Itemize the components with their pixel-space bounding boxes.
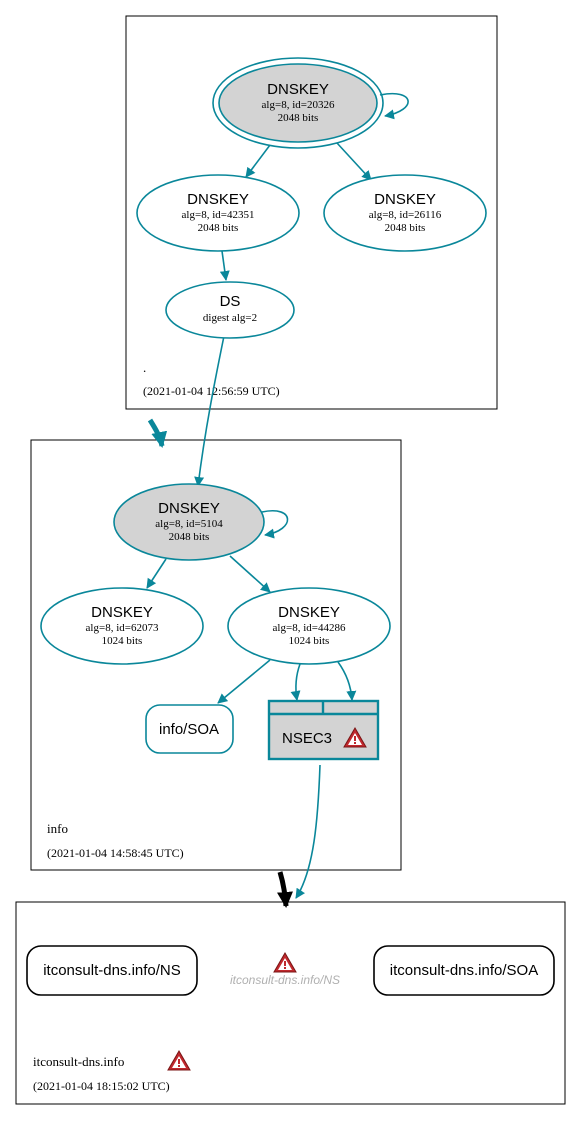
zone-info-timestamp: (2021-01-04 14:58:45 UTC) — [47, 846, 184, 860]
zone-root-timestamp: (2021-01-04 12:56:59 UTC) — [143, 384, 280, 398]
edges-info — [146, 510, 357, 908]
edge-root-ksk-zsk1 — [245, 144, 271, 178]
zone-root-name: . — [143, 360, 146, 375]
node-nsec3-label: NSEC3 — [282, 730, 332, 747]
node-root-ds: DS digest alg=2 — [165, 281, 295, 339]
node-info-zsk1-line2: 1024 bits — [102, 635, 143, 647]
node-root-ksk: DNSKEY alg=8, id=20326 2048 bits — [212, 57, 384, 149]
edges-root — [147, 92, 409, 487]
zone-root-box — [125, 15, 498, 410]
node-root-ds-title: DS — [220, 293, 241, 310]
edge-root-ksk-self — [379, 92, 409, 120]
nsec3-warning-icon — [343, 727, 367, 748]
node-info-ksk-line1: alg=8, id=5104 — [155, 518, 223, 530]
node-root-zsk2: DNSKEY alg=8, id=26116 2048 bits — [323, 174, 487, 252]
edge-root-ksk-zsk2 — [336, 142, 372, 181]
node-info-ksk-line2: 2048 bits — [169, 531, 210, 543]
node-root-zsk2-title: DNSKEY — [374, 191, 436, 208]
node-root-zsk1-title: DNSKEY — [187, 191, 249, 208]
zone-itconsult-box — [15, 901, 566, 1105]
edge-info-ksk-self — [261, 510, 289, 539]
node-itconsult-ns-missing-label: itconsult-dns.info/NS — [230, 973, 340, 987]
node-root-ksk-line1: alg=8, id=20326 — [262, 99, 335, 111]
node-itconsult-soa: itconsult-dns.info/SOA — [373, 945, 555, 996]
node-itconsult-ns-missing: itconsult-dns.info/NS — [230, 952, 340, 987]
node-itconsult-ns: itconsult-dns.info/NS — [26, 945, 198, 996]
node-info-soa: info/SOA — [145, 704, 234, 754]
edge-info-ksk-zsk2 — [229, 555, 271, 593]
zone-info-box — [30, 439, 402, 871]
node-info-ksk: DNSKEY alg=8, id=5104 2048 bits — [113, 483, 265, 561]
zone-root: . (2021-01-04 12:56:59 UTC) — [125, 15, 498, 410]
edge-info-zsk2-nsec3-a — [290, 663, 301, 701]
node-itconsult-ns-label: itconsult-dns.info/NS — [43, 962, 181, 979]
edge-delegation-root-info — [147, 418, 168, 448]
node-info-zsk2-line2: 1024 bits — [289, 635, 330, 647]
zone-itconsult: itconsult-dns.info (2021-01-04 18:15:02 … — [15, 901, 566, 1105]
zone-info: info (2021-01-04 14:58:45 UTC) — [30, 439, 402, 871]
node-root-zsk1-line1: alg=8, id=42351 — [182, 209, 255, 221]
node-root-ksk-title: DNSKEY — [267, 81, 329, 98]
node-nsec3: NSEC3 — [267, 699, 380, 761]
node-info-zsk1-title: DNSKEY — [91, 604, 153, 621]
zone-itconsult-timestamp: (2021-01-04 18:15:02 UTC) — [33, 1079, 170, 1093]
missing-ns-warning-icon — [273, 952, 297, 973]
edge-delegation-info-itconsult — [277, 871, 293, 908]
node-info-soa-label: info/SOA — [159, 721, 219, 738]
node-root-zsk2-line2: 2048 bits — [385, 222, 426, 234]
node-info-zsk2: DNSKEY alg=8, id=44286 1024 bits — [227, 587, 391, 665]
edge-nsec3-itconsult — [295, 764, 321, 899]
edge-info-zsk2-nsec3-b — [337, 661, 357, 701]
zone-itconsult-warning-icon — [167, 1050, 191, 1071]
edge-root-zsk1-ds — [219, 250, 230, 281]
zone-info-name: info — [47, 821, 68, 836]
zone-itconsult-name: itconsult-dns.info — [33, 1054, 124, 1069]
node-itconsult-soa-label: itconsult-dns.info/SOA — [390, 962, 538, 979]
node-info-ksk-title: DNSKEY — [158, 500, 220, 517]
edge-info-ksk-zsk1 — [146, 558, 167, 589]
node-root-ds-line1: digest alg=2 — [203, 312, 257, 324]
node-info-zsk2-title: DNSKEY — [278, 604, 340, 621]
node-root-zsk1-line2: 2048 bits — [198, 222, 239, 234]
edge-root-ds-info-ksk — [194, 335, 225, 487]
node-info-zsk2-line1: alg=8, id=44286 — [273, 622, 346, 634]
node-root-zsk1: DNSKEY alg=8, id=42351 2048 bits — [136, 174, 300, 252]
edge-info-zsk2-soa — [217, 659, 271, 704]
node-root-zsk2-line1: alg=8, id=26116 — [369, 209, 442, 221]
node-root-ksk-line2: 2048 bits — [278, 112, 319, 124]
node-info-zsk1: DNSKEY alg=8, id=62073 1024 bits — [40, 587, 204, 665]
node-info-zsk1-line1: alg=8, id=62073 — [86, 622, 159, 634]
